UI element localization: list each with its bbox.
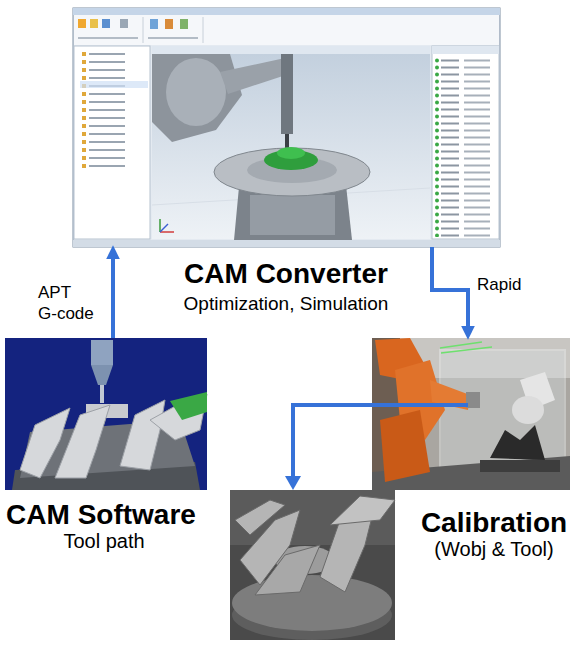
- tree-panel: [74, 46, 150, 239]
- software-screenshot: [73, 8, 500, 247]
- title-bar: [73, 8, 500, 15]
- work-table: [480, 460, 560, 472]
- panel-title: CAM Software: [0, 499, 251, 531]
- edge-label: APT G-code: [38, 282, 100, 324]
- panel-title: Calibration: [344, 507, 575, 539]
- panel-subtitle: Optimization, Simulation: [136, 293, 436, 315]
- ribbon-icon: [102, 19, 110, 28]
- tree-rows: [75, 50, 149, 170]
- list-rows: [433, 57, 498, 237]
- view-tab: [152, 46, 430, 54]
- list-header: [432, 46, 499, 54]
- blade: [120, 400, 165, 470]
- flow-arrow: [432, 247, 468, 328]
- ribbon-icon: [180, 19, 188, 29]
- render-background: [5, 338, 207, 490]
- second-robot-joint: [512, 396, 544, 424]
- cam-render-panel: CAM SoftwareTool path: [5, 338, 207, 490]
- converter-screenshot: CAM ConverterOptimization, Simulation: [73, 8, 500, 247]
- ribbon-separator: [203, 17, 204, 43]
- robot-photo: [372, 338, 570, 490]
- blade: [55, 405, 110, 478]
- photo-top-shade: [230, 490, 395, 545]
- tool-path-area: [170, 392, 207, 420]
- ribbon-separator: [143, 17, 144, 43]
- gripper: [466, 392, 480, 408]
- list-panel: [432, 46, 499, 239]
- ribbon: [74, 15, 499, 45]
- tool-cutter: [100, 385, 104, 403]
- window-frame: [73, 8, 500, 247]
- flow-arrow-head: [285, 476, 301, 490]
- ribbon-text-bar: [78, 37, 138, 39]
- ribbon-text-bar: [148, 37, 198, 39]
- tool-holder: [91, 340, 113, 365]
- robot-joint: [166, 58, 226, 126]
- rotary-table: [214, 148, 370, 196]
- workpiece: [490, 425, 545, 460]
- robot-base-orange: [380, 410, 430, 482]
- axis-z: [160, 224, 168, 232]
- edge-label: Rapid: [477, 274, 547, 295]
- axis-x: [160, 231, 174, 233]
- ribbon-icon: [120, 19, 128, 28]
- axis-y: [159, 219, 161, 232]
- flow-arrow-line: [293, 405, 468, 478]
- ribbon-icon: [78, 19, 86, 28]
- flow-arrow: [111, 257, 115, 338]
- spindle: [281, 54, 293, 134]
- ribbon-icon: [90, 19, 98, 28]
- impeller-base: [232, 575, 392, 631]
- rotary-face: [250, 195, 335, 235]
- photo-background: [230, 490, 395, 640]
- impeller-blade: [255, 545, 320, 595]
- laser-line: [440, 342, 482, 348]
- cam-render: [5, 338, 207, 490]
- panel-subtitle: Tool path: [0, 530, 254, 553]
- impeller-photo: [230, 490, 395, 640]
- robot-body: [152, 54, 242, 142]
- panel-title: CAM Converter: [136, 258, 436, 290]
- view-3d: [152, 54, 430, 239]
- laser-line: [441, 347, 492, 353]
- ribbon-icon: [165, 19, 173, 29]
- panel-subtitle: (Wobj & Tool): [344, 538, 575, 561]
- photo-background: [372, 338, 570, 490]
- status-bar: [73, 240, 500, 247]
- calibration-photo-panel: Calibration(Wobj & Tool): [372, 338, 570, 490]
- workpiece-top: [277, 147, 305, 159]
- tool-taper: [91, 365, 113, 385]
- tree-selection: [80, 81, 148, 88]
- ribbon-icon: [150, 19, 158, 29]
- impeller-blade: [330, 496, 395, 525]
- connector-group: [113, 247, 468, 338]
